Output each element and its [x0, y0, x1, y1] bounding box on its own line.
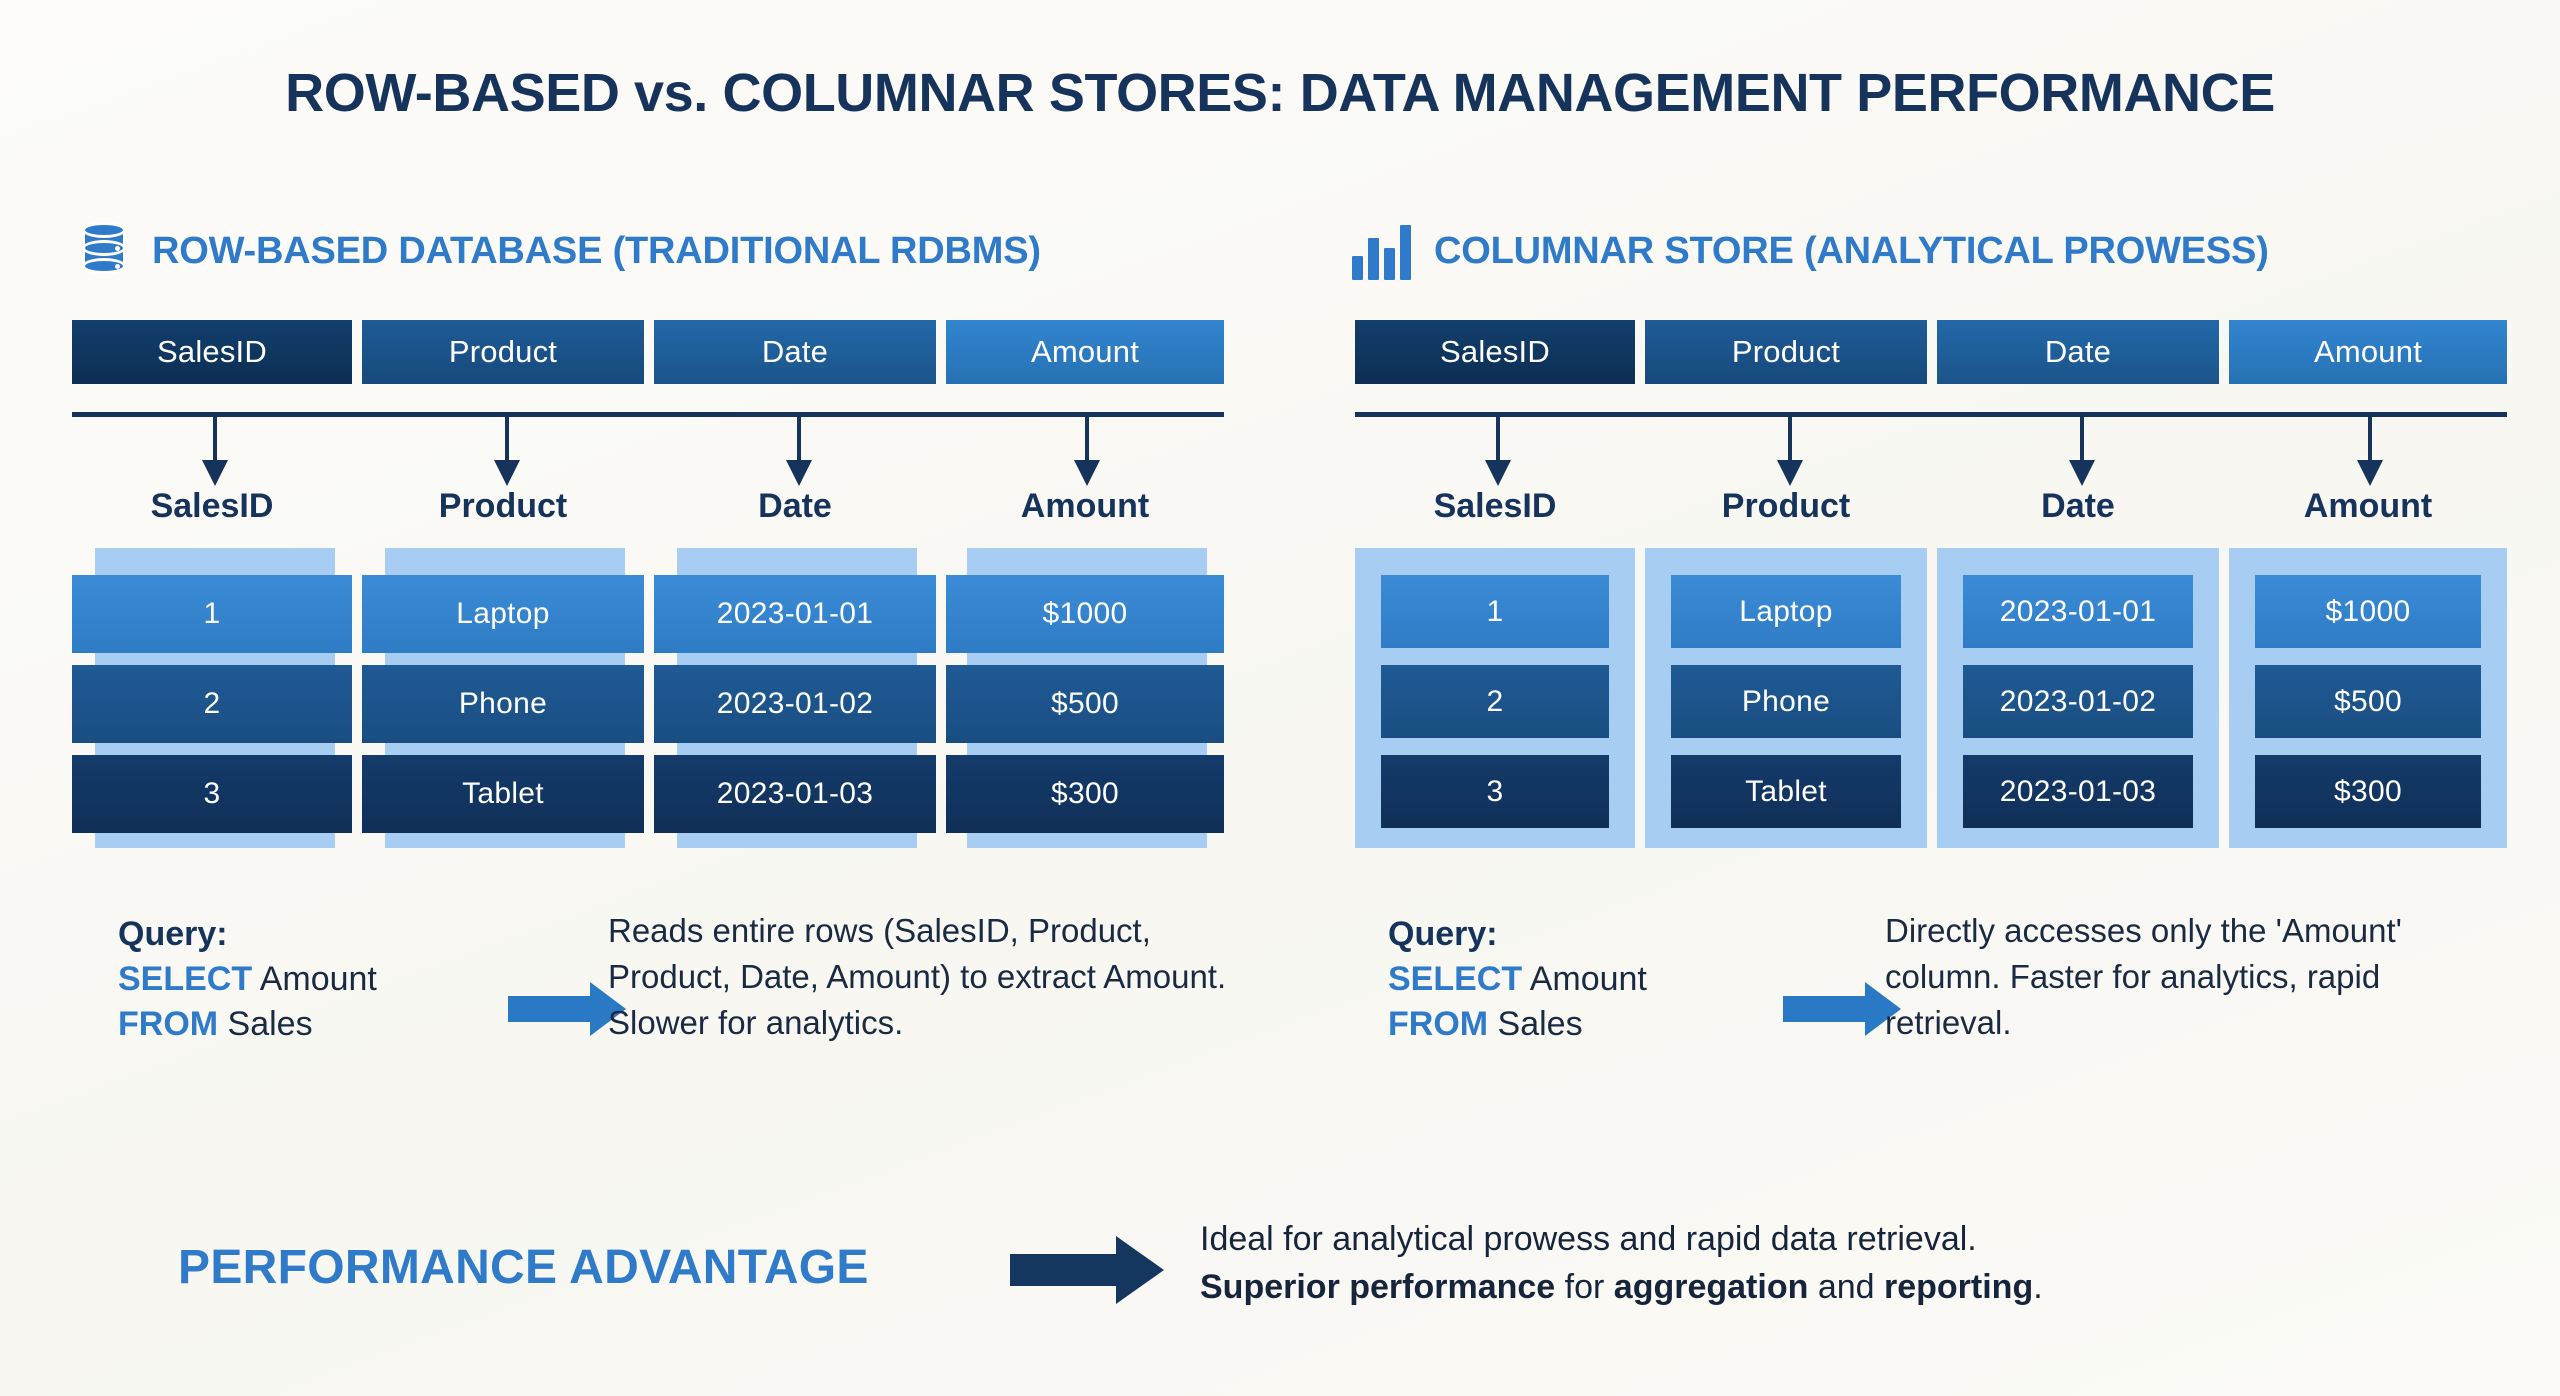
query-block-row-based: Query: SELECT Amount FROM Sales — [118, 912, 377, 1047]
table-cell: Laptop — [1671, 575, 1901, 648]
page-title: ROW-BASED vs. COLUMNAR STORES: DATA MANA… — [285, 63, 2275, 123]
footer-emphasis: reporting — [1884, 1268, 2034, 1307]
column-label: Product — [1721, 487, 1851, 525]
panel-heading-label-row-based: ROW-BASED DATABASE (TRADITIONAL RDBMS) — [152, 229, 1041, 272]
table-cell: 2023-01-02 — [1963, 665, 2193, 738]
query-block-columnar: Query: SELECT Amount FROM Sales — [1388, 912, 1647, 1047]
footer-text: . — [2033, 1268, 2043, 1307]
column-label: Date — [2041, 487, 2115, 525]
sql-clause-from: Sales — [1488, 1004, 1583, 1043]
table-cell: Laptop — [362, 575, 644, 653]
footer-emphasis: aggregation — [1613, 1268, 1809, 1307]
table-header-cell: SalesID — [72, 320, 352, 384]
footer-line-2: Superior performance for aggregation and… — [1200, 1263, 2450, 1311]
query-line-from: FROM Sales — [118, 1002, 377, 1047]
table-cell: 2023-01-01 — [1963, 575, 2193, 648]
database-icon — [78, 220, 130, 282]
table-header-cell: SalesID — [1355, 320, 1635, 384]
column-label: Date — [758, 487, 832, 525]
table-header-cell: Product — [362, 320, 644, 384]
table-cell: $500 — [2255, 665, 2481, 738]
sql-clause-select: Amount — [1522, 959, 1647, 998]
query-label: Query: — [1388, 915, 1498, 953]
table-header-cell: Amount — [2229, 320, 2507, 384]
footer-emphasis: Superior performance — [1200, 1268, 1556, 1307]
table-cell: Phone — [1671, 665, 1901, 738]
column-label: Amount — [1020, 487, 1150, 525]
query-line-select: SELECT Amount — [1388, 957, 1647, 1002]
flow-arrow-right — [1783, 982, 1901, 1036]
header-separator-line — [1355, 412, 2507, 417]
panel-heading-row-based: ROW-BASED DATABASE (TRADITIONAL RDBMS) — [78, 216, 1041, 286]
table-header-cell: Amount — [946, 320, 1224, 384]
table-cell: Tablet — [362, 755, 644, 833]
sql-keyword-from: FROM — [1388, 1004, 1489, 1043]
table-header-cell: Date — [654, 320, 936, 384]
table-cell: $300 — [2255, 755, 2481, 828]
sql-clause-select: Amount — [252, 959, 377, 998]
table-cell: 2 — [72, 665, 352, 743]
table-cell: $1000 — [946, 575, 1224, 653]
panel-heading-label-columnar: COLUMNAR STORE (ANALYTICAL PROWESS) — [1434, 229, 2269, 272]
footer-text: and — [1808, 1268, 1884, 1307]
performance-advantage-title: PERFORMANCE ADVANTAGE — [178, 1241, 869, 1294]
panel-description-columnar: Directly accesses only the 'Amount' colu… — [1885, 912, 2402, 1042]
table-header-cell: Date — [1937, 320, 2219, 384]
column-label: Amount — [2303, 487, 2433, 525]
performance-advantage-text: Ideal for analytical prowess and rapid d… — [1200, 1215, 2450, 1312]
table-cell: 1 — [72, 575, 352, 653]
query-label: Query: — [118, 915, 228, 953]
table-cell: 2 — [1381, 665, 1609, 738]
table-cell: 3 — [72, 755, 352, 833]
sql-keyword-select: SELECT — [1388, 959, 1523, 998]
footer-line-1: Ideal for analytical prowess and rapid d… — [1200, 1220, 1977, 1258]
sql-clause-from: Sales — [218, 1004, 313, 1043]
table-cell: 1 — [1381, 575, 1609, 648]
table-cell: $300 — [946, 755, 1224, 833]
table-header-cell: Product — [1645, 320, 1927, 384]
column-label: SalesID — [1433, 487, 1557, 525]
column-label: Product — [438, 487, 568, 525]
panel-heading-columnar: COLUMNAR STORE (ANALYTICAL PROWESS) — [1352, 216, 2269, 286]
panel-description-row-based: Reads entire rows (SalesID, Product, Pro… — [608, 912, 1227, 1042]
query-line-select: SELECT Amount — [118, 957, 377, 1002]
table-cell: Tablet — [1671, 755, 1901, 828]
table-cell: 2023-01-01 — [654, 575, 936, 653]
query-line-from: FROM Sales — [1388, 1002, 1647, 1047]
sql-keyword-from: FROM — [118, 1004, 219, 1043]
header-separator-line — [72, 412, 1224, 417]
table-cell: 3 — [1381, 755, 1609, 828]
table-cell: 2023-01-03 — [654, 755, 936, 833]
table-cell: $1000 — [2255, 575, 2481, 648]
table-cell: $500 — [946, 665, 1224, 743]
column-label: SalesID — [150, 487, 274, 525]
flow-arrow-right — [508, 982, 626, 1036]
footer-text: for — [1555, 1268, 1614, 1307]
table-cell: 2023-01-03 — [1963, 755, 2193, 828]
sql-keyword-select: SELECT — [118, 959, 253, 998]
table-cell: Phone — [362, 665, 644, 743]
bar-chart-icon — [1352, 222, 1412, 280]
table-cell: 2023-01-02 — [654, 665, 936, 743]
flow-arrow-right-footer — [1010, 1236, 1175, 1304]
